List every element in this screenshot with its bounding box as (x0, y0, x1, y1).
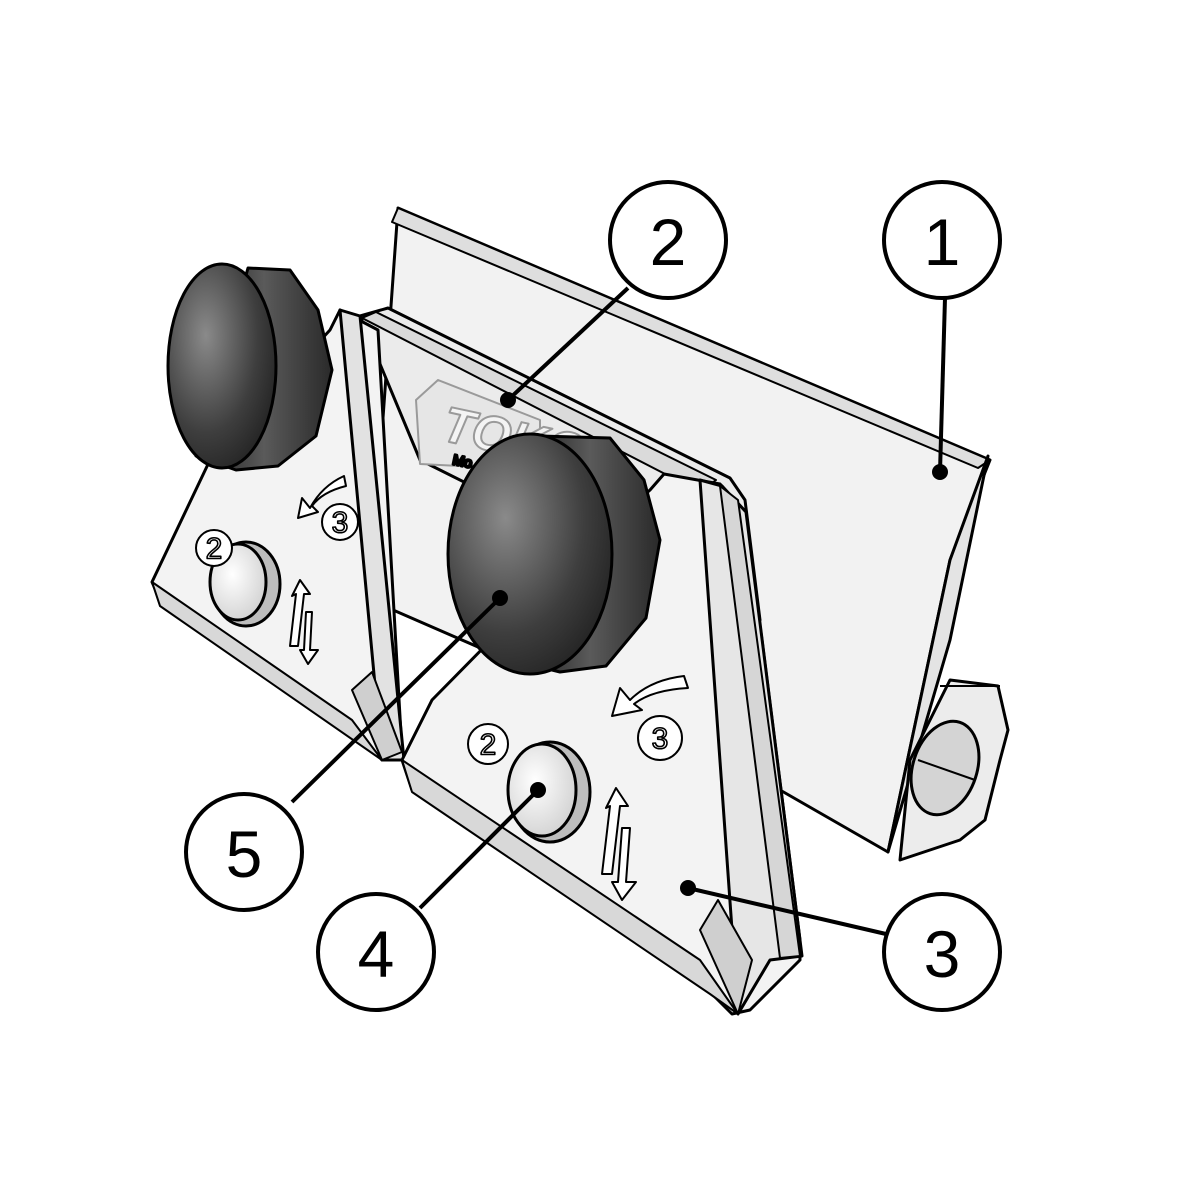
right-step-mark-2: 2 (467, 723, 509, 765)
right-module: 2 3 (400, 432, 804, 1016)
callout-3-label: 3 (924, 917, 961, 991)
svg-text:3: 3 (332, 507, 349, 540)
callout-4-label: 4 (358, 917, 395, 991)
right-flip-arrows-icon (601, 787, 637, 901)
right-angle-button (506, 740, 592, 844)
leader-line-5 (290, 596, 502, 804)
callout-4: 4 (316, 892, 436, 1012)
callout-2: 2 (608, 180, 728, 300)
callout-1: 1 (882, 180, 1002, 300)
right-step-mark-3: 3 (637, 715, 683, 761)
right-sharpening-stone (446, 432, 662, 676)
leader-line-3 (687, 886, 887, 936)
callout-1-label: 1 (924, 205, 961, 279)
left-module: 2 3 (150, 262, 406, 762)
callout-5: 5 (184, 792, 304, 912)
left-rotate-arrow-icon (297, 475, 347, 519)
leader-line-2 (506, 286, 630, 402)
svg-text:3: 3 (652, 723, 669, 756)
right-rotate-arrow-icon (611, 675, 689, 717)
left-sharpening-stone (166, 262, 334, 472)
callout-3: 3 (882, 892, 1002, 1012)
leader-lines (290, 286, 948, 936)
left-step-mark-3: 3 (321, 503, 359, 541)
left-flip-arrows-icon (289, 579, 319, 665)
svg-text:2: 2 (480, 729, 497, 762)
left-step-mark-2: 2 (195, 529, 233, 567)
leader-line-1 (938, 297, 947, 473)
leader-line-4 (418, 788, 540, 910)
callout-5-label: 5 (226, 817, 263, 891)
svg-text:2: 2 (206, 533, 223, 566)
callout-2-label: 2 (650, 205, 687, 279)
